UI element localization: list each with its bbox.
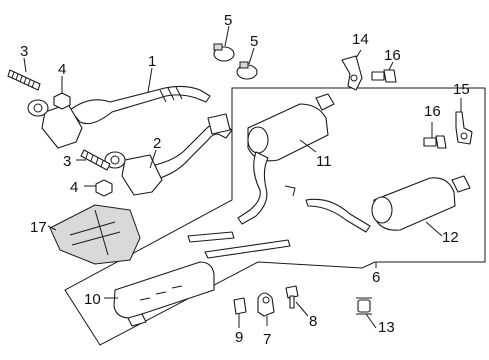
bracket-9 (233, 297, 247, 315)
hanger-7 (257, 292, 275, 317)
callout-8: 8 (309, 313, 317, 330)
callout-14: 14 (352, 31, 369, 48)
callout-4-lower: 4 (70, 179, 78, 196)
catalytic-converter-lower (104, 113, 233, 196)
bolt-16-lower (423, 135, 447, 149)
muffler-right (305, 175, 471, 233)
clamp-a (213, 43, 235, 62)
callout-3-upper: 3 (20, 43, 28, 60)
oxygen-sensor-upper (7, 69, 41, 91)
callout-10: 10 (84, 291, 101, 308)
hanger-15 (455, 111, 473, 145)
callout-5-b: 5 (250, 33, 258, 50)
callout-16-lower: 16 (424, 103, 441, 120)
callout-5-a: 5 (224, 12, 232, 29)
bolt-16-upper (371, 69, 397, 83)
callout-4-upper: 4 (58, 61, 66, 78)
callout-16-upper: 16 (384, 47, 401, 64)
callout-6: 6 (372, 269, 380, 286)
muffler-left (237, 93, 335, 225)
resonator-pipe (113, 231, 291, 327)
group-frame (64, 87, 486, 346)
callout-13: 13 (378, 319, 395, 336)
clamp-b (236, 61, 258, 80)
bolt-8 (285, 285, 299, 309)
isolator-13 (356, 297, 372, 315)
callout-11: 11 (316, 153, 332, 170)
callout-12: 12 (442, 229, 459, 246)
callout-1: 1 (148, 53, 156, 70)
nut-lower (95, 179, 113, 197)
bracket-14 (341, 55, 363, 91)
callout-2: 2 (153, 135, 161, 152)
callout-15: 15 (453, 81, 470, 98)
callout-3-lower: 3 (63, 153, 71, 170)
callout-9: 9 (235, 329, 243, 346)
catalytic-converter-upper (27, 85, 211, 149)
leader-lines (23, 25, 462, 329)
nut-upper (53, 92, 71, 110)
callout-7: 7 (263, 331, 271, 348)
oxygen-sensor-lower (80, 149, 111, 171)
callout-17: 17 (30, 219, 47, 236)
heat-shield (49, 204, 141, 265)
